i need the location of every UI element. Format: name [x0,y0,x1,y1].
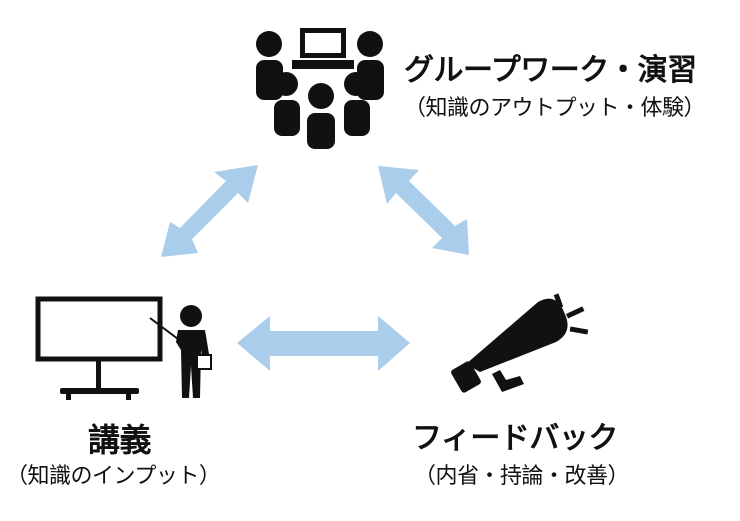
person-mid-left [274,72,300,136]
feedback-title: フィードバック [412,421,618,456]
lecture-title: 講義 [88,421,152,459]
whiteboard [35,296,163,362]
people-group-icon [256,28,384,149]
arrow-lecture-group [161,165,258,257]
feedback-subtitle: （内省・持論・改善） [414,464,630,489]
presenter-whiteboard-icon [35,296,212,400]
arrow-group-feedback [378,166,469,255]
group-work-title: グループワーク・演習 [404,53,697,88]
arrow-lecture-feedback [237,316,410,371]
person-front [307,83,335,149]
person-mid-right [344,72,370,136]
group-work-subtitle: （知識のアウトプット・体験） [404,96,706,121]
presenter [176,305,212,398]
megaphone-icon [451,293,589,393]
laptop-base [292,60,354,69]
lecture-subtitle: （知識のインプット） [6,464,221,489]
